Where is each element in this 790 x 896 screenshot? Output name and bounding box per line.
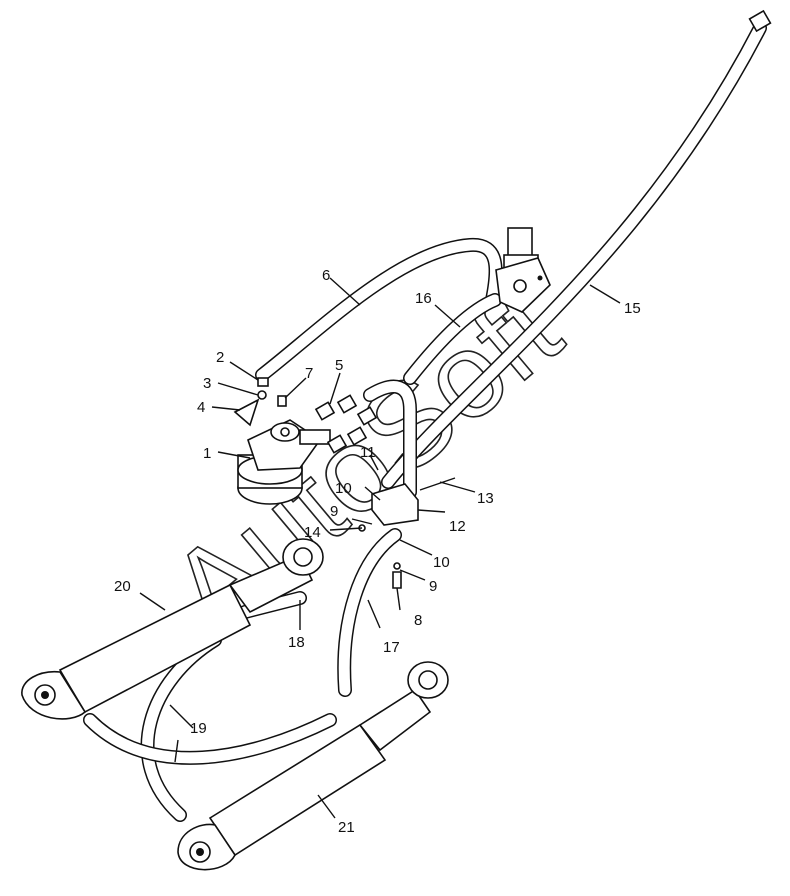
callout-8: 8 [414,612,422,629]
callout-10a: 10 [335,480,352,497]
callout-17: 17 [383,639,400,656]
callout-19: 19 [190,720,207,737]
callout-15: 15 [624,300,641,317]
callout-14: 14 [304,524,321,541]
callout-6: 6 [322,267,330,284]
callout-3: 3 [203,375,211,392]
callout-9b: 9 [429,578,437,595]
cylinder-20 [21,538,324,720]
callout-10b: 10 [433,554,450,571]
callout-7: 7 [305,365,313,382]
leader-lines [139,277,621,819]
motor-1 [237,419,331,505]
callout-12: 12 [449,518,466,535]
callout-4: 4 [197,399,205,416]
callout-11: 11 [360,444,376,461]
fittings-5 [314,394,378,454]
hose-16 [403,293,502,385]
callout-2: 2 [216,349,224,366]
callout-labels: 1 2 3 4 5 6 7 8 9 9 10 10 11 12 13 14 15… [114,267,641,836]
hose-motor-to-bracket [363,379,417,499]
cylinder-21 [177,661,449,871]
callout-13: 13 [477,490,494,507]
callout-18: 18 [288,634,305,651]
callout-1: 1 [203,445,211,462]
hose-19 [83,633,337,822]
hose-15 [381,9,772,489]
callout-5: 5 [335,357,343,374]
callout-9a: 9 [330,503,338,520]
callout-20: 20 [114,578,131,595]
valve-block [495,227,551,313]
callout-21: 21 [338,819,355,836]
callout-16: 16 [415,290,432,307]
small-parts-2-4 [233,377,287,427]
hose-17 [337,528,402,697]
hose-6 [255,237,503,382]
